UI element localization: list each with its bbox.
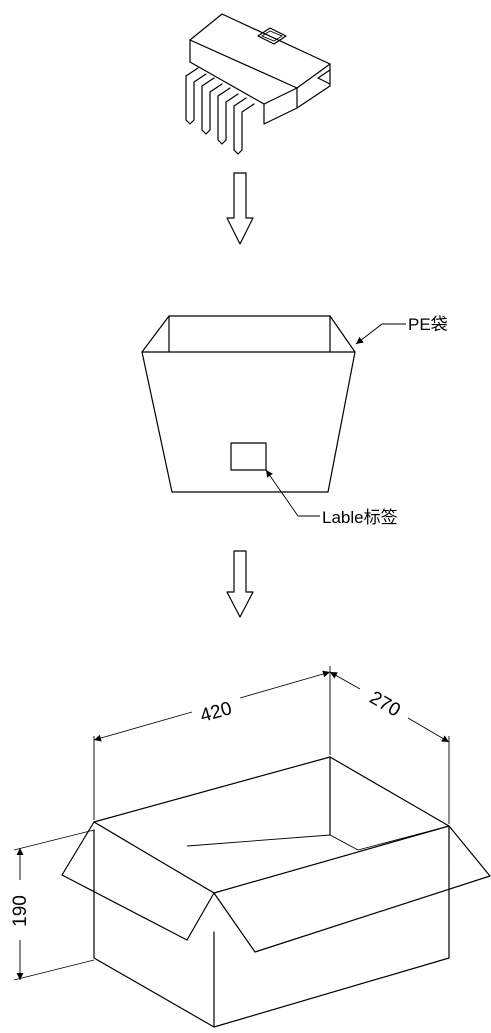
width-value: 270	[366, 687, 404, 721]
dimension-width: 270	[329, 671, 450, 824]
down-arrow-icon	[226, 550, 254, 618]
label-sticker	[230, 442, 267, 471]
label-tag-text: Lable标签	[322, 508, 398, 527]
connector-drawing	[185, 13, 331, 155]
length-value: 420	[198, 698, 234, 727]
height-value: 190	[10, 895, 31, 927]
dimension-height: 190	[10, 829, 95, 981]
pe-bag-callout: PE袋	[355, 315, 448, 345]
label-callout: Lable标签	[265, 469, 398, 527]
pe-bag-drawing	[141, 315, 356, 493]
pe-bag-label: PE袋	[408, 315, 448, 334]
carton-box-drawing	[61, 756, 491, 1028]
connector-pins	[185, 67, 255, 155]
down-arrow-icon	[226, 172, 254, 245]
dimension-length: 420	[93, 666, 331, 820]
